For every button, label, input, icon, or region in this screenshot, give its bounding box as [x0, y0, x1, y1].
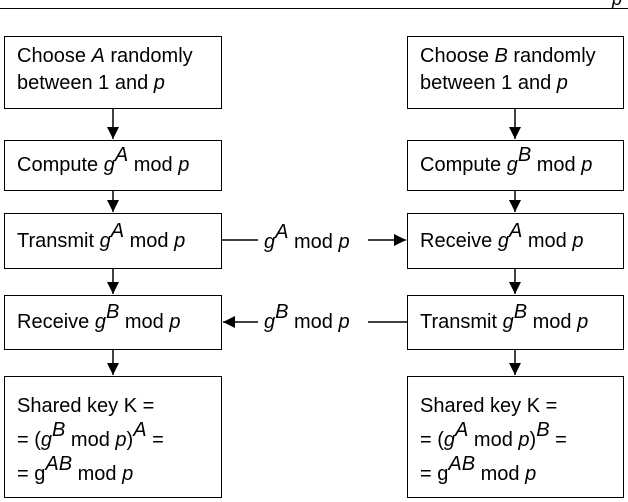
bob-receive-label: Receive gA mod p — [420, 219, 584, 252]
alice-receive-box: Receive gB mod p — [4, 295, 222, 350]
bob-choose-line1: Choose B randomly — [420, 45, 596, 67]
alice-choose-line1: Choose A randomly — [17, 45, 193, 67]
alice-compute-box: Compute gA mod p — [4, 140, 222, 191]
bob-choose-line2: between 1 and p — [420, 72, 568, 94]
bob-shared-line2: = (gA mod p)B = — [420, 419, 567, 451]
alice-shared-line2: = (gB mod p)A = — [17, 419, 164, 451]
alice-shared-key-box: Shared key K = = (gB mod p)A = = gAB mod… — [4, 376, 222, 498]
alice-transmit-box: Transmit gA mod p — [4, 213, 222, 269]
bob-shared-line3: = gAB mod p — [420, 453, 537, 485]
alice-receive-label: Receive gB mod p — [17, 301, 181, 333]
corner-mark: p — [612, 0, 622, 8]
alice-shared-line3: = gAB mod p — [17, 453, 134, 485]
bob-receive-box: Receive gA mod p — [407, 213, 624, 269]
top-rule — [0, 8, 628, 9]
bob-transmit-box: Transmit gB mod p — [407, 295, 624, 350]
message-to-bob-label: gA mod p — [264, 221, 350, 253]
bob-shared-key-box: Shared key K = = (gA mod p)B = = gAB mod… — [407, 376, 624, 498]
alice-choose-line2: between 1 and p — [17, 72, 165, 94]
bob-shared-line1: Shared key K = — [420, 395, 558, 417]
bob-compute-box: Compute gB mod p — [407, 140, 624, 191]
alice-choose-box: Choose A randomly between 1 and p — [4, 36, 222, 109]
bob-transmit-label: Transmit gB mod p — [420, 301, 589, 333]
alice-shared-line1: Shared key K = — [17, 395, 155, 417]
bob-choose-box: Choose B randomly between 1 and p — [407, 36, 624, 109]
message-to-alice-label: gB mod p — [264, 301, 350, 333]
alice-compute-label: Compute gA mod p — [17, 144, 190, 176]
alice-transmit-label: Transmit gA mod p — [17, 219, 186, 252]
bob-compute-label: Compute gB mod p — [420, 144, 593, 176]
